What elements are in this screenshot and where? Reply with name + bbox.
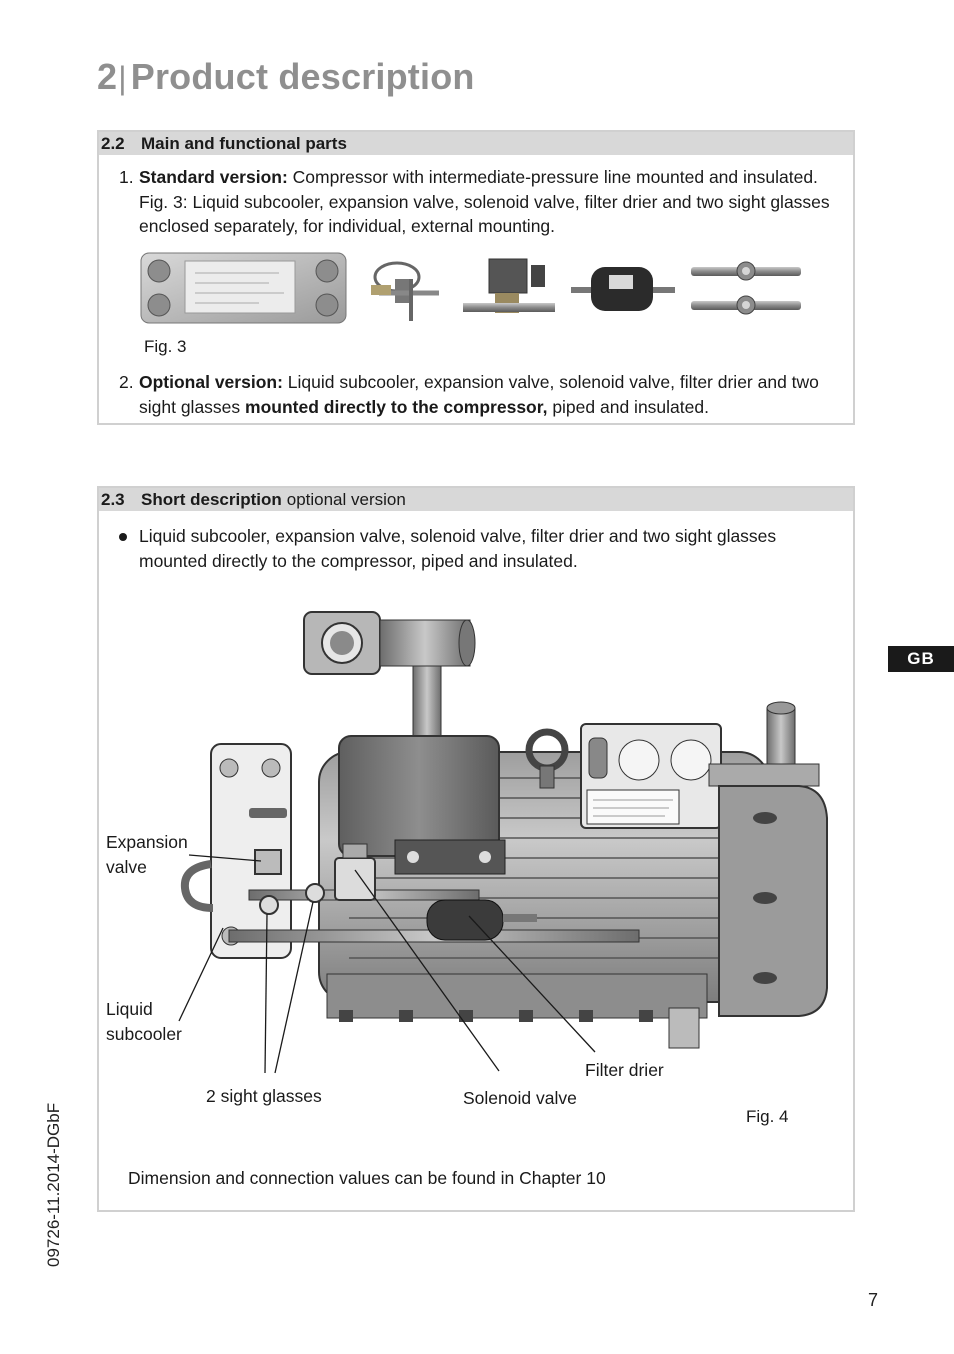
item-bold-label: Optional version: [139,372,283,392]
item-bold-emphasis: mounted directly to the compressor, [245,396,548,417]
filter-drier [426,899,537,941]
filter-drier-photo [571,267,675,311]
callout-sight-glasses: 2 sight glasses [206,1086,322,1106]
fig3-caption: Fig. 3 [144,337,187,356]
item-text-continued: Fig. 3: Liquid subcooler, expansion valv… [139,191,830,237]
bullet-icon [119,533,127,541]
section-2-2: 2.2 Main and functional parts 1. Standar… [97,130,855,425]
expansion-valve-photo [371,261,439,321]
fig4-caption: Fig. 4 [746,1107,789,1126]
page-number: 7 [868,1290,879,1310]
section-number: 2.2 [101,133,125,153]
sight-glasses-photo [691,261,801,315]
section-title: Short description [141,489,282,509]
callout-expansion-valve: Expansion valve [106,830,196,879]
fig4-compressor-drawing [178,611,828,1074]
list-item-standard: 1. Standard version: Compressor with int… [119,165,844,239]
page-heading: 2|Product description [97,56,475,98]
callout-leader-lines [178,854,596,1074]
solenoid-valve [334,843,376,901]
item-text: Compressor with intermediate-pressure li… [287,167,818,187]
section-2-3: 2.3 Short description optional version L… [97,486,855,1212]
section-number: 2.3 [101,489,125,509]
cylinder-head [338,735,506,875]
callout-solenoid-valve: Solenoid valve [463,1088,577,1108]
callout-filter-drier: Filter drier [585,1060,664,1080]
item-text-end: piped and insulated. [547,396,709,417]
section-header: 2.2 Main and functional parts [99,132,853,155]
list-item-optional: 2. Optional version: Liquid subcooler, e… [119,370,844,419]
section-title: Main and functional parts [141,133,347,153]
liquid-subcooler-photo [140,252,347,324]
callout-text: Expansion valve [106,832,188,877]
chapter-number: 2 [97,56,118,97]
item-bold-label: Standard version: [139,167,288,187]
document-id: 09726-11.2014-DGbF [44,1102,63,1267]
motor-end-cover [718,785,828,1017]
section-header: 2.3 Short description optional version [99,488,853,511]
language-tab: GB [888,646,954,672]
section-subtitle: optional version [286,489,406,509]
expansion-valve [249,808,287,875]
discharge-pipe [708,701,820,787]
callout-text: Liquid subcooler [106,999,182,1044]
fig3-component-photos [140,252,801,324]
item-text: Liquid subcooler, expansion valve, solen… [139,372,819,417]
terminal-box [580,723,722,829]
bullet-item: Liquid subcooler, expansion valve, solen… [119,524,844,573]
dimension-note: Dimension and connection values can be f… [128,1168,606,1188]
list-number: 1. [119,167,134,187]
chapter-title: Product description [130,56,475,97]
bullet-text: Liquid subcooler, expansion valve, solen… [139,526,777,571]
lifting-eye [525,728,569,789]
list-number: 2. [119,372,134,392]
heading-separator: | [118,60,127,96]
callout-liquid-subcooler: Liquid subcooler [106,997,196,1046]
solenoid-valve-photo [463,258,555,313]
